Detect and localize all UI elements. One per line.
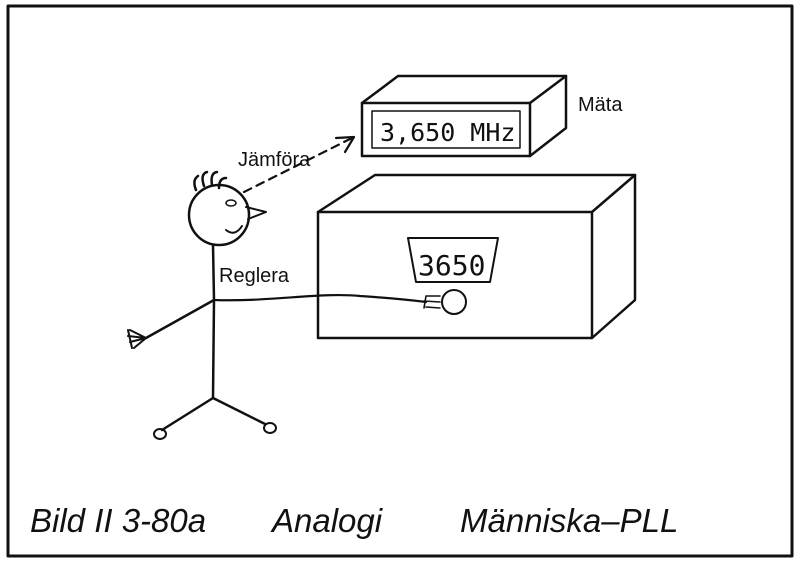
figure-frame (6, 4, 794, 558)
left-leg (160, 396, 215, 432)
hair-icon (193, 170, 228, 192)
right-arm (212, 293, 428, 304)
label-measure: Mäta (578, 94, 623, 116)
stick-figure (127, 170, 428, 440)
left-arm (144, 298, 216, 340)
left-hand-icon (127, 329, 147, 349)
compare-arrowhead-icon (334, 135, 356, 154)
head (187, 183, 251, 247)
label-compare: Jämföra (238, 149, 311, 171)
receiver-display: 3650 (418, 249, 485, 282)
frequency-meter: 3,650 MHz (360, 74, 568, 158)
nose-icon (245, 206, 267, 220)
caption-title: Analogi (270, 502, 384, 539)
mouth-icon (225, 225, 243, 234)
receiver-display-window (407, 237, 499, 283)
meter-display-window (371, 110, 521, 149)
receiver-unit: 3650 (316, 173, 637, 340)
right-leg (211, 396, 267, 426)
caption-figure: Bild II 3-80a (30, 502, 206, 539)
left-foot-icon (153, 428, 167, 440)
compare-arrow (242, 136, 354, 194)
meter-display: 3,650 MHz (380, 118, 515, 147)
eye-icon (225, 199, 237, 207)
caption-subtitle: Människa–PLL (460, 502, 678, 539)
right-foot-icon (263, 422, 277, 434)
hand-on-knob (423, 295, 441, 309)
label-regulate: Reglera (219, 265, 290, 287)
tuning-knob (441, 289, 467, 315)
